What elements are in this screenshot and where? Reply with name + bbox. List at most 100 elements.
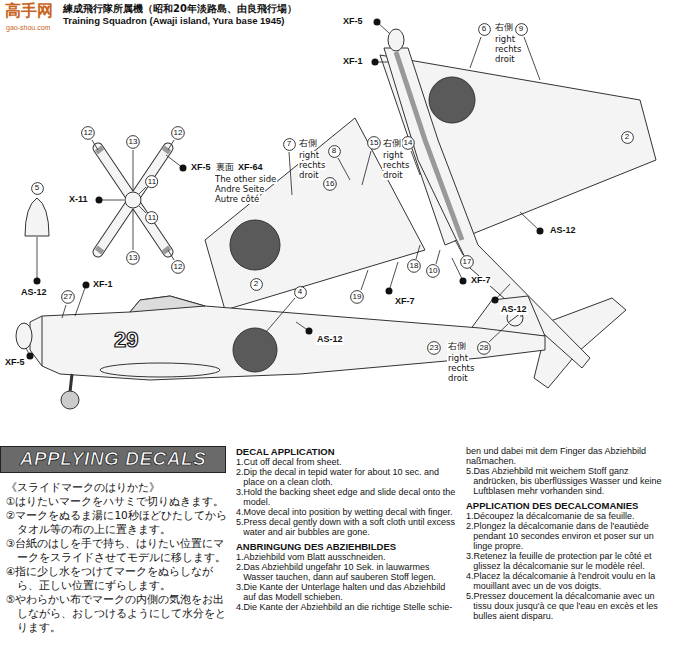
decal-number: 29 (113, 328, 139, 352)
instruction-text: 2.Das Abziehbild ungefähr 10 Sek. in lau… (236, 562, 458, 582)
callout-circle (172, 127, 185, 140)
watermark: gao-shou.com (5, 24, 51, 32)
tip-stripe (165, 248, 168, 252)
side-note: droit (447, 374, 469, 383)
callout-number: 13 (126, 135, 140, 149)
callout-text: 19 (353, 293, 362, 301)
leader-line (139, 187, 146, 194)
callout-number: 10 (426, 264, 440, 278)
watermark: 高手网 (4, 2, 54, 20)
callout-circle (408, 260, 421, 273)
leader-line (168, 140, 174, 150)
callout-circle (461, 256, 474, 269)
leader-line (416, 245, 420, 259)
callout-number: 12 (81, 126, 95, 140)
hinomaru (233, 328, 277, 372)
side-note: right (494, 35, 516, 44)
callout-text: 17 (463, 258, 472, 266)
section-banner: APPLYING DECALS (0, 446, 226, 473)
callout-number: 23 (427, 341, 441, 355)
instruction-text: ben und dabei mit dem Finger das Abziehb… (466, 446, 674, 466)
callout-circle (172, 261, 185, 274)
callout-circle (515, 23, 527, 35)
instruction-text: ⑤やわらかい布でマークの内側の気泡をお出しながら、おしつけるようにして水分をとり… (6, 592, 228, 634)
tip-stripe (98, 148, 101, 152)
callout-circle (328, 145, 340, 157)
callout-number: 2 (621, 131, 634, 144)
callout-text: 12 (84, 129, 93, 137)
leader-line (455, 240, 463, 255)
landing-gear (70, 374, 72, 392)
leader-line (75, 285, 86, 316)
leader-line (37, 237, 38, 281)
leader-line (470, 37, 481, 68)
callout-number: 6 (478, 23, 491, 36)
left-wing (205, 118, 425, 310)
callout-circle (283, 138, 295, 150)
callout-text: 2 (254, 280, 258, 288)
callout-number: 28 (477, 341, 491, 355)
callout-text: 9 (519, 25, 523, 33)
side-note: 右側 (447, 342, 467, 351)
section-heading: ANBRINGUNG DES ABZIEHBILDES (236, 541, 458, 552)
side-note: 裏面 (215, 163, 235, 172)
section-heading: 《スライドマークのはりかた》 (6, 480, 228, 494)
callout-text: 12 (174, 263, 183, 271)
callout-text: 7 (287, 140, 291, 148)
callout-text: 6 (482, 25, 486, 33)
paint-dot (34, 278, 41, 285)
wheel (61, 391, 79, 409)
paint-code: AS-12 (500, 305, 528, 315)
option-title: 練成飛行隊所属機（昭和20年淡路島、由良飛行場） (62, 3, 298, 14)
tip-stripe (98, 248, 101, 252)
paint-code: AS-12 (20, 288, 48, 298)
callout-text: 13 (129, 138, 138, 146)
instruction-text: ④指に少し水をつけてマークをぬらしながら、正しい位置にずらします。 (6, 564, 228, 592)
blade (98, 200, 133, 252)
instruction-text: 1.Découpez la décalcomanie de sa feuille… (466, 511, 674, 521)
leader-line (362, 151, 371, 185)
paint-dot (96, 197, 103, 204)
instruction-text: 5.Press decal gently down with a soft cl… (236, 517, 458, 537)
callout-number: 27 (61, 290, 75, 304)
callout-circle (127, 136, 140, 149)
blade-fill (98, 200, 133, 252)
paint-code: XF-7 (470, 276, 492, 286)
instruction-text: 5.Pressez doucement la décalcomanie avec… (466, 591, 674, 621)
callout-text: 11 (148, 214, 156, 222)
callout-number: 19 (350, 290, 364, 304)
side-view (16, 296, 545, 409)
blade-fill (98, 148, 133, 200)
blade-fill (133, 148, 168, 200)
callout-circle (324, 178, 337, 191)
paint-code: AS-12 (549, 226, 577, 236)
callout-circle (294, 286, 306, 298)
callout-number: 2 (250, 278, 263, 291)
side-note: droit (494, 55, 516, 64)
callout-number: 5 (31, 182, 44, 195)
leader-line (338, 158, 350, 180)
blade (133, 200, 168, 252)
canopy (130, 296, 205, 312)
section-heading: APPLICATION DES DECALCOMANIES (466, 500, 674, 511)
callout-circle (351, 291, 364, 304)
callout-circle (146, 176, 158, 188)
side-note: rechts (494, 45, 522, 54)
leader-line (411, 151, 420, 175)
paint-dot (460, 278, 467, 285)
callout-number: 14 (401, 136, 415, 150)
side-note: The other side (214, 175, 277, 184)
callout-number: 17 (460, 255, 474, 269)
hub (125, 192, 141, 208)
side-note: Andre Seite (214, 185, 265, 194)
paint-code: XF-1 (342, 57, 364, 67)
fuselage (30, 296, 545, 380)
callout-text: 2 (625, 133, 629, 141)
spinner (388, 29, 404, 51)
wing-root (100, 363, 220, 377)
callout-number: 15 (367, 136, 381, 150)
callout-text: 10 (429, 267, 438, 275)
leader-line (289, 152, 292, 195)
callout-text: 18 (410, 262, 419, 270)
